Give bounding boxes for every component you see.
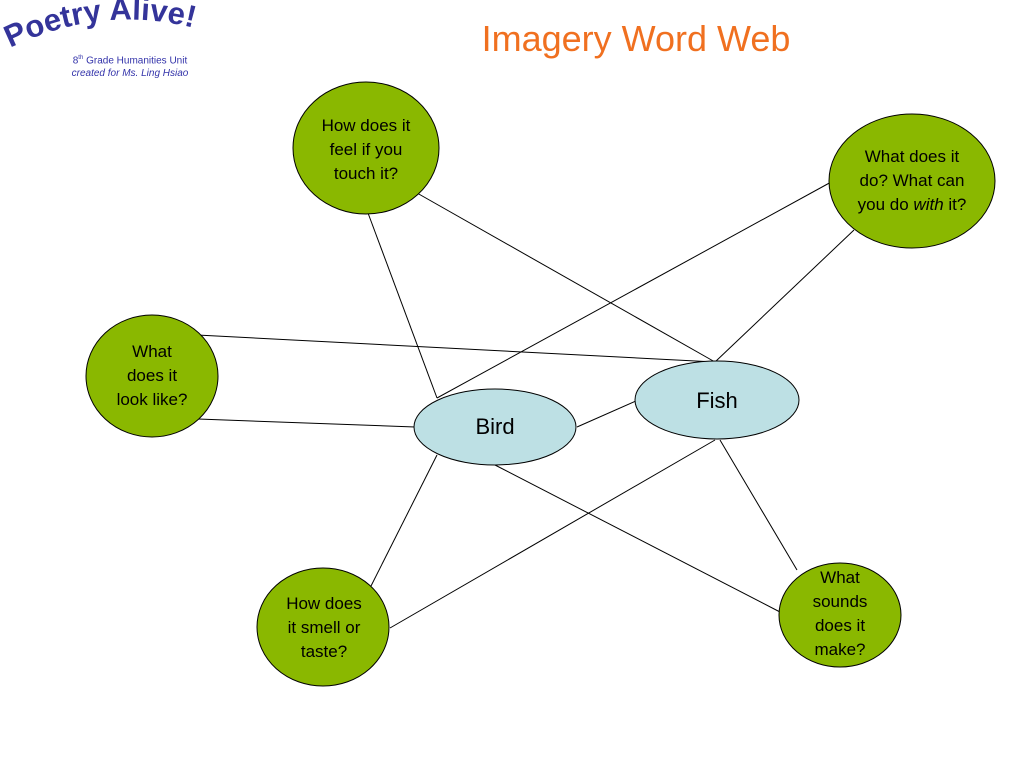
edge-look-fish — [196, 334, 716, 363]
grade-number: 8 — [72, 55, 79, 67]
grade-text: Grade Humanities Unit — [83, 55, 188, 67]
edge-fish-smell — [389, 439, 716, 629]
edge-look-bird — [197, 418, 416, 428]
edge-touch-bird — [367, 212, 438, 399]
grade-suffix: th — [78, 55, 84, 61]
label-touch: How does it feel if you touch it? — [321, 116, 411, 183]
edge-touch-fish — [416, 192, 716, 363]
node-look — [85, 314, 219, 438]
label-fish: Fish — [696, 388, 738, 413]
poetry-alive-logo: Poetry Alive! 8th Grade Humanities Unit … — [0, 0, 260, 90]
label-smell: How does it smell or taste? — [286, 594, 362, 661]
label-do: What does it do? What can you do with it… — [850, 120, 974, 242]
credit-line: created for Ms. Ling Hsiao — [71, 68, 189, 80]
node-touch — [292, 81, 440, 215]
edge-bird-fish — [576, 400, 637, 428]
edge-bird-smell — [369, 454, 438, 589]
label-bird: Bird — [475, 414, 515, 439]
label-do-text: What does it do? What can you do — [857, 147, 965, 214]
edge-do-bird — [436, 180, 834, 399]
unit-subtitle: 8th Grade Humanities Unit created for Ms… — [40, 52, 220, 80]
label-look: What does it look like? — [116, 342, 188, 409]
edge-bird-sound — [494, 464, 781, 613]
node-do — [828, 113, 996, 249]
edge-do-fish — [714, 229, 855, 363]
edge-fish-sound — [719, 439, 798, 571]
node-smell — [256, 567, 390, 687]
label-sound: What sounds does it make? — [812, 568, 868, 659]
node-fish — [634, 360, 800, 440]
page-title: Imagery Word Web — [481, 18, 791, 59]
label-do-emphasis: with — [913, 195, 944, 214]
connector-lines — [196, 180, 855, 629]
label-do-end: it? — [943, 195, 967, 214]
node-bird — [413, 388, 577, 466]
logo-arc-text: Poetry Alive! — [0, 0, 200, 54]
node-sound — [778, 562, 902, 668]
